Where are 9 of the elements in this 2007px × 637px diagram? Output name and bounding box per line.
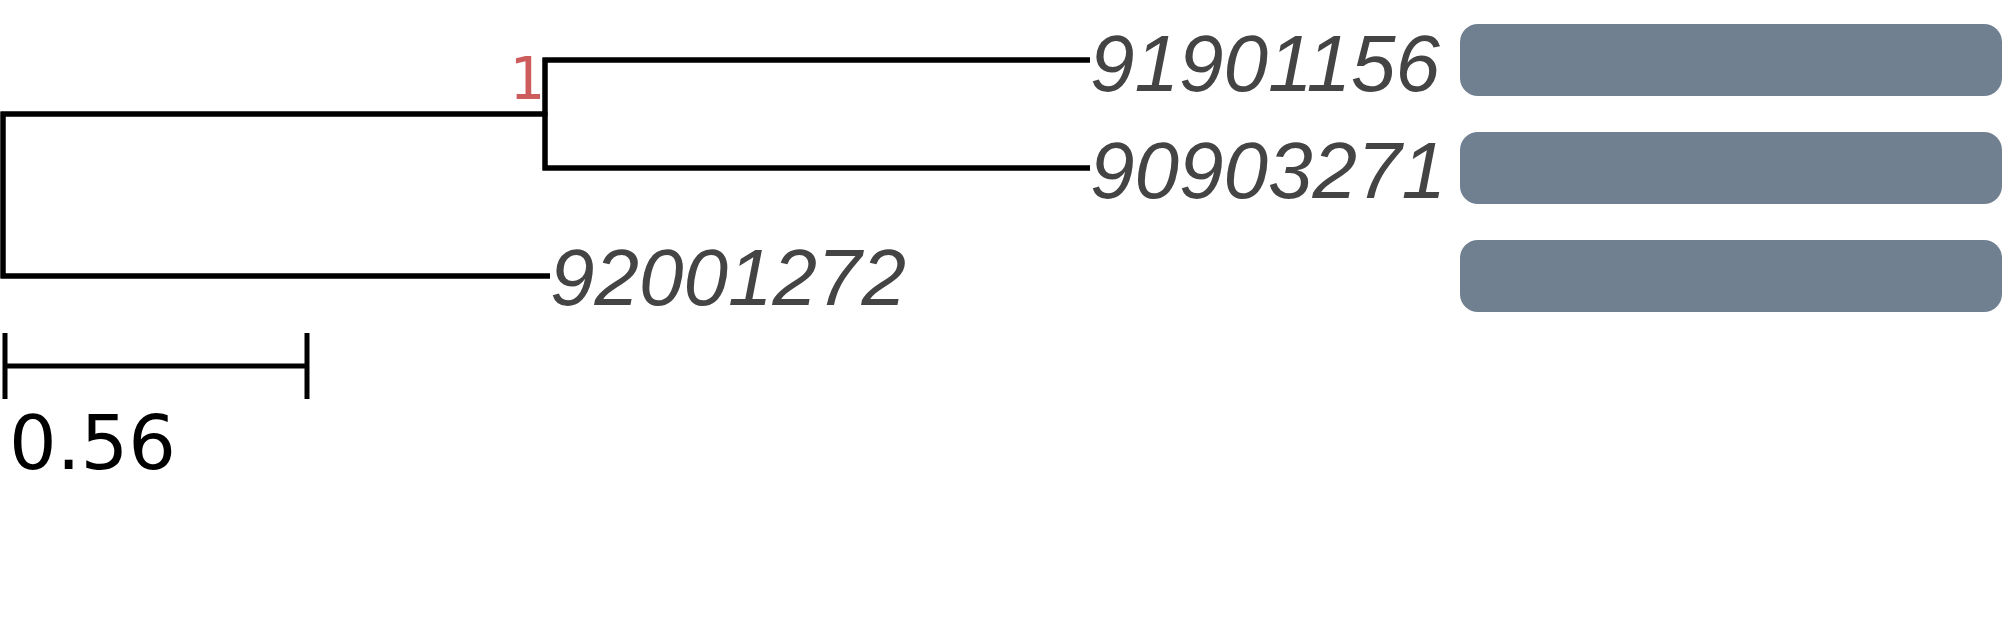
annotation-bar — [1460, 24, 2002, 96]
leaf-label: 92001272 — [550, 238, 906, 318]
leaf-label: 90903271 — [1090, 131, 1446, 211]
annotation-bar — [1460, 132, 2002, 204]
support-value: 1 — [509, 50, 544, 108]
leaf-label: 91901156 — [1090, 24, 1440, 104]
annotation-bar — [1460, 240, 2002, 312]
scale-label: 0.56 — [9, 406, 176, 481]
tree-branch — [0, 111, 1090, 279]
